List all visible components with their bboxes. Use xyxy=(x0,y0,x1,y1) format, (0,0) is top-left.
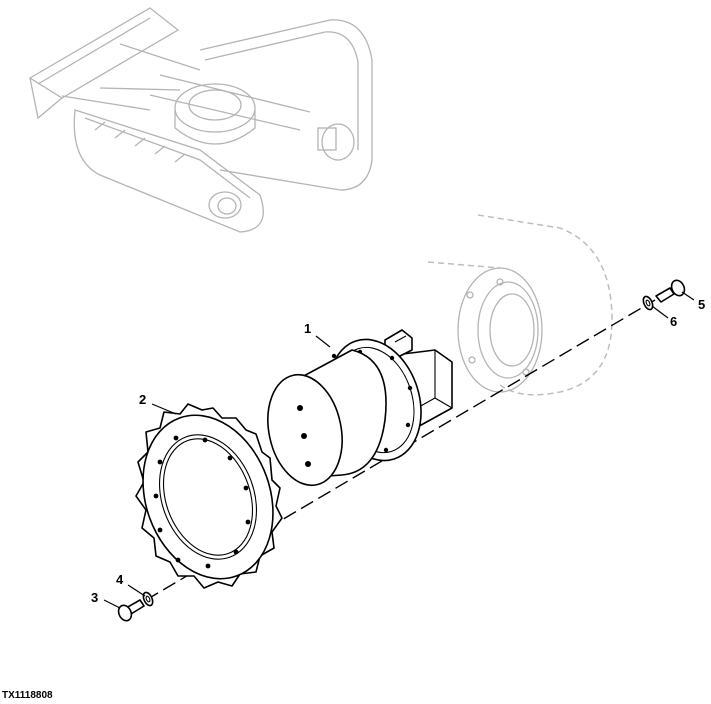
callout-1: 1 xyxy=(304,321,311,336)
track-frame-context xyxy=(427,214,613,396)
cap-screw xyxy=(117,599,145,622)
callout-leaders xyxy=(103,291,695,609)
drive-sprocket xyxy=(135,403,283,589)
assembly-centerline xyxy=(145,299,656,601)
callout-6: 6 xyxy=(670,314,677,329)
callout-5: 5 xyxy=(698,297,705,312)
washer-left xyxy=(142,591,154,607)
callout-3: 3 xyxy=(91,590,98,605)
callout-2: 2 xyxy=(139,392,146,407)
excavator-undercarriage-context xyxy=(28,7,373,233)
travel-motor xyxy=(267,329,453,487)
drum-face-holes xyxy=(297,405,311,467)
washer-right xyxy=(642,295,654,311)
sprocket-bolt-holes xyxy=(153,435,251,569)
figure-id: TX1118808 xyxy=(2,690,53,701)
cap-screw-right xyxy=(655,279,686,303)
callout-4: 4 xyxy=(116,572,124,587)
